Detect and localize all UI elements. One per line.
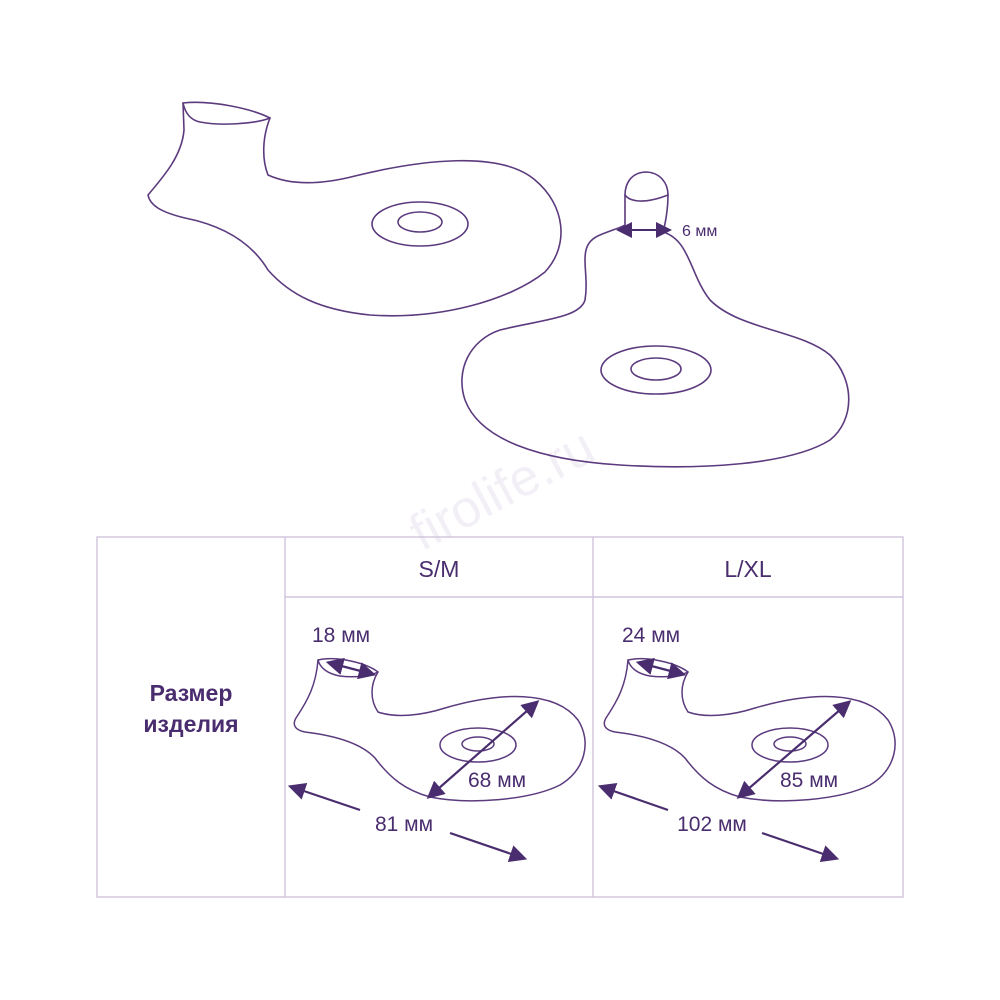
size-table (96, 536, 904, 898)
shield-left-ring-inner (397, 211, 443, 233)
shield-illustration-right (461, 171, 850, 468)
row-title-line1: Размер (150, 680, 233, 706)
shield-diagram-lxl (603, 657, 896, 802)
sm-top-width-arrow (325, 657, 377, 680)
lxl-length-arrow-left (597, 783, 669, 812)
shield-left-tip (182, 102, 271, 125)
sm-diameter-label: 68 мм (468, 769, 526, 792)
lxl-diameter-label: 85 мм (780, 769, 838, 792)
shield-sm-outline (293, 657, 586, 802)
shield-lxl-ring-outer (751, 727, 829, 763)
shield-illustration-left (147, 101, 562, 317)
column-header-lxl: L/XL (724, 556, 772, 582)
table-frame (96, 536, 904, 898)
sm-length-arrow-left (287, 782, 361, 812)
shield-right-ring-outer (600, 345, 712, 395)
shield-diagram-sm (293, 657, 586, 802)
stem-width-label: 6 мм (682, 223, 717, 240)
shield-right-ring-inner (630, 357, 682, 381)
shield-left-ring-outer (371, 201, 469, 247)
sm-top-width-label: 18 мм (312, 624, 370, 647)
shield-lxl-outline (603, 657, 896, 802)
sm-length-label: 81 мм (375, 813, 433, 836)
sm-length-arrow-right (449, 831, 528, 863)
row-title-line2: изделия (143, 711, 238, 737)
shield-sm-ring-outer (439, 727, 517, 763)
lxl-top-width-label: 24 мм (622, 624, 680, 647)
lxl-top-width-arrow (635, 657, 687, 680)
shield-right-outline (461, 171, 850, 468)
lxl-diameter-arrow (736, 700, 852, 799)
watermark: firolife.ru (400, 418, 603, 563)
lxl-length-arrow-right (761, 831, 840, 863)
shield-right-tip-cap (624, 194, 669, 202)
lxl-length-label: 102 мм (677, 813, 747, 836)
sm-diameter-arrow (426, 700, 540, 799)
shield-left-outline (147, 101, 562, 317)
column-header-sm: S/M (419, 556, 460, 582)
